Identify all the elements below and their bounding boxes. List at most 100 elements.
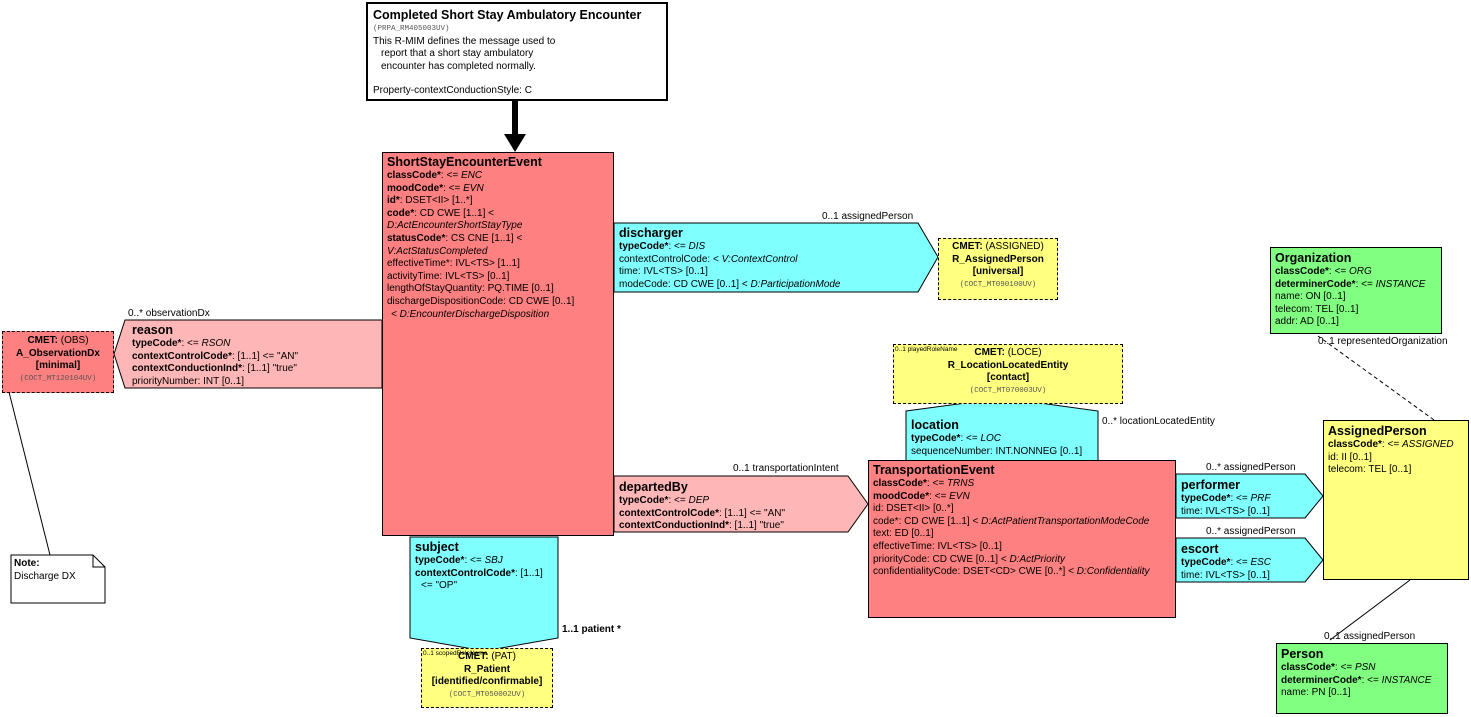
assigned-person-box: AssignedPerson classCode*: <= ASSIGNED i… — [1323, 420, 1469, 580]
note-connector — [5, 379, 51, 556]
escort-box: escort typeCode*: <= ESC time: IVL<TS> [… — [1176, 540, 1316, 584]
departedby-assoc-label: 0..1 transportationIntent — [733, 463, 839, 474]
departedby-typecode-label: typeCode* — [619, 495, 669, 506]
escort-typecode-label: typeCode* — [1181, 557, 1231, 568]
organization-classcode-op: : <= — [1328, 266, 1349, 277]
reason-contextconduction-value: : [1..1] "true" — [242, 363, 297, 375]
transport-title: TransportationEvent — [873, 463, 995, 477]
person-classcode-label: classCode* — [1281, 662, 1335, 673]
discharger-box: discharger typeCode*: <= DIS contextCont… — [614, 224, 924, 293]
assigned-cmet-type: (ASSIGNED) — [982, 241, 1044, 252]
performer-typecode-value: PRF — [1250, 493, 1271, 504]
discharger-modecode-label: modeCode: CD CWE [0..1] < — [619, 278, 751, 290]
performer-typecode-op: : <= — [1230, 493, 1251, 504]
assigned-cmet-id: (COCT_MT090100UV) — [959, 280, 1037, 289]
reason-contextconduction-label: contextConductionInd* — [132, 363, 242, 375]
performer-assoc-label: 0..* assignedPerson — [1206, 462, 1296, 473]
transport-code-domain: D:ActPatientTransportationModeCode — [981, 515, 1150, 527]
obs-cmet-label: CMET: — [27, 335, 58, 346]
discharger-typecode-op: : <= — [668, 241, 689, 252]
shortstay-classcode-label: classCode* — [387, 170, 441, 181]
transport-code-label: code*: CD CWE [1..1] < — [873, 515, 982, 527]
header-desc-3: encounter has completed normally. — [381, 60, 536, 72]
departedby-contextcontrol-value: : [1..1] <= "AN" — [719, 507, 786, 519]
assigned-cmet-name: R_AssignedPerson — [952, 253, 1044, 265]
transport-confidentiality-domain: D:Confidentiality — [1076, 566, 1150, 578]
transport-confidentiality-label: confidentialityCode: DSET<CD> CWE [0..*]… — [873, 566, 1077, 578]
shortstay-statuscode-label: statusCode* — [387, 232, 446, 244]
assigned-cmet-label: CMET: — [952, 241, 983, 252]
note-text: Discharge DX — [14, 570, 76, 582]
discharger-shape — [613, 222, 939, 293]
transport-moodcode-op: : <= — [929, 490, 950, 502]
location-sequencenumber: sequenceNumber: INT.NONNEG [0..1] — [911, 445, 1083, 457]
transport-classcode-value: TRNS — [946, 478, 975, 489]
escort-assoc-label: 0..* assignedPerson — [1206, 526, 1296, 537]
organization-determiner-value: INSTANCE — [1375, 278, 1426, 290]
organization-name: name: ON [0..1] — [1275, 291, 1346, 303]
assigned-person-telecom: telecom: TEL [0..1] — [1328, 464, 1412, 476]
reason-typecode-label: typeCode* — [132, 338, 182, 349]
header-title: Completed Short Stay Ambulatory Encounte… — [373, 8, 642, 22]
header-style: Property-contextConductionStyle: C — [373, 85, 532, 97]
organization-assoc-label: 0..1 representedOrganization — [1318, 336, 1448, 347]
assigned-person-classcode-value: ASSIGNED — [1401, 439, 1454, 450]
shortstay-discharge-disposition: dischargeDispositionCode: CD CWE [0..1] — [387, 295, 575, 307]
location-entity-cmet: CMET: (LOCE) R_LocationLocatedEntity [co… — [893, 344, 1123, 404]
shortstay-moodcode-label: moodCode* — [387, 182, 444, 194]
transport-id: id: DSET<II> [0..*] — [873, 503, 954, 515]
discharger-typecode-value: DIS — [688, 241, 706, 252]
subject-typecode-value: SBJ — [484, 555, 503, 566]
departedby-contextcontrol-label: contextControlCode* — [619, 507, 719, 519]
reason-title: reason — [132, 323, 173, 337]
shortstay-activitytime: activityTime: IVL<TS> [0..1] — [387, 270, 510, 282]
subject-typecode-label: typeCode* — [415, 555, 465, 566]
transport-effectivetime: effectiveTime: IVL<TS> [0..1] — [873, 540, 1002, 552]
discharger-typecode-label: typeCode* — [619, 241, 669, 252]
reason-contextcontrol-value: : [1..1] <= "AN" — [232, 350, 299, 362]
patient-cmet: CMET: (PAT) R_Patient [identified/confir… — [421, 648, 553, 708]
patient-cmet-name: R_Patient — [463, 663, 511, 675]
organization-title: Organization — [1275, 251, 1352, 265]
note-fold — [92, 555, 105, 568]
shortstay-code-domain: D:ActEncounterShortStayType — [387, 220, 523, 232]
organization-determiner-label: determinerCode* — [1275, 278, 1356, 290]
person-name: name: PN [0..1] — [1281, 687, 1351, 699]
header-desc-1: This R-MIM defines the message used to — [373, 35, 556, 47]
shortstay-id-label: id* — [387, 195, 400, 207]
obs-cmet-type: (OBS) — [58, 335, 89, 346]
person-box: Person classCode*: <= PSN determinerCode… — [1276, 643, 1448, 714]
note-box: Note: Discharge DX — [14, 558, 76, 583]
performer-typecode-label: typeCode* — [1181, 493, 1231, 504]
reason-contextcontrol-label: contextControlCode* — [132, 350, 232, 362]
shortstay-classcode-value: ENC — [460, 170, 483, 181]
patient-cmet-flavor: [identified/confirmable] — [431, 676, 543, 688]
assigned-person-id: id: II [0..1] — [1328, 451, 1372, 463]
subject-shape — [409, 536, 559, 652]
obs-cmet-id: (COCT_MT120104UV) — [19, 374, 97, 383]
location-box: location typeCode*: <= LOC sequenceNumbe… — [906, 416, 1098, 460]
header-arrowhead — [504, 134, 526, 152]
assigned-person-classcode-op: : <= — [1381, 439, 1402, 450]
location-typecode-value: LOC — [980, 433, 1002, 444]
shortstay-title: ShortStayEncounterEvent — [387, 155, 542, 169]
patient-cmet-label: CMET: — [458, 651, 489, 662]
discharger-contextcontrol-domain: V:ContextControl — [721, 253, 798, 265]
location-typecode-label: typeCode* — [911, 433, 961, 444]
organization-telecom: telecom: TEL [0..1] — [1275, 303, 1359, 315]
departedby-contextconduction-label: contextConductionInd* — [619, 520, 729, 532]
departedby-typecode-value: DEP — [688, 495, 710, 506]
transport-classcode-label: classCode* — [873, 478, 927, 489]
subject-contextcontrol-label: contextControlCode* — [415, 567, 515, 579]
location-assoc-label: 0..* locationLocatedEntity — [1102, 416, 1215, 427]
departedby-title: departedBy — [619, 480, 688, 494]
location-cmet-label: CMET: — [974, 347, 1005, 358]
organization-classcode-label: classCode* — [1275, 266, 1329, 277]
shortstay-lengthofstay: lengthOfStayQuantity: PQ.TIME [0..1] — [387, 283, 554, 295]
location-cmet-rolename: 0..1 playedRoleName — [895, 346, 958, 353]
escort-time: time: IVL<TS> [0..1] — [1181, 569, 1270, 581]
organization-box: Organization classCode*: <= ORG determin… — [1270, 247, 1442, 334]
transport-priority-label: priorityCode: CD CWE [0..1] < — [873, 553, 1010, 565]
location-typecode-op: : <= — [960, 433, 981, 444]
note-shape — [10, 554, 106, 604]
